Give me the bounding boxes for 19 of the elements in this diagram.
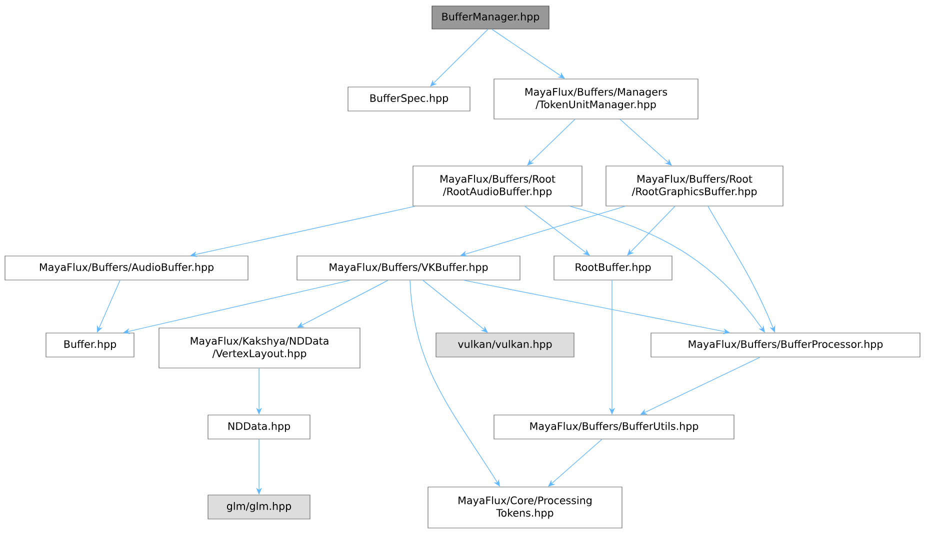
file-box: MayaFlux/Buffers/AudioBuffer.hpp xyxy=(4,256,248,280)
file-box: BufferManager.hpp xyxy=(432,6,550,30)
file-box: MayaFlux/Kakshya/NDData /VertexLayout.hpp xyxy=(158,328,360,368)
file-box: MayaFlux/Core/Processing Tokens.hpp xyxy=(428,486,622,528)
arrow xyxy=(297,280,388,328)
file-box: MayaFlux/Buffers/Root /RootGraphicsBuffer.hpp xyxy=(606,166,784,206)
file-box: NDData.hpp xyxy=(208,414,310,440)
file-box: MayaFlux/Buffers/Root /RootAudioBuffer.hpp xyxy=(412,166,582,206)
file-box: vulkan/vulkan.hpp xyxy=(436,332,574,358)
file-box: Buffer.hpp xyxy=(46,332,134,358)
arrow xyxy=(640,356,760,415)
file-box: MayaFlux/Buffers/BufferUtils.hpp xyxy=(494,414,734,440)
file-box: MayaFlux/Buffers/Managers /TokenUnitManager.hpp xyxy=(494,78,698,120)
file-box: MayaFlux/Buffers/BufferProcessor.hpp xyxy=(650,332,920,358)
file-box: RootBuffer.hpp xyxy=(554,256,672,280)
arrow xyxy=(492,28,565,79)
file-box: MayaFlux/Buffers/VKBuffer.hpp xyxy=(296,256,520,280)
file-box: BufferSpec.hpp xyxy=(348,86,470,112)
file-box: glm/glm.hpp xyxy=(208,494,310,520)
